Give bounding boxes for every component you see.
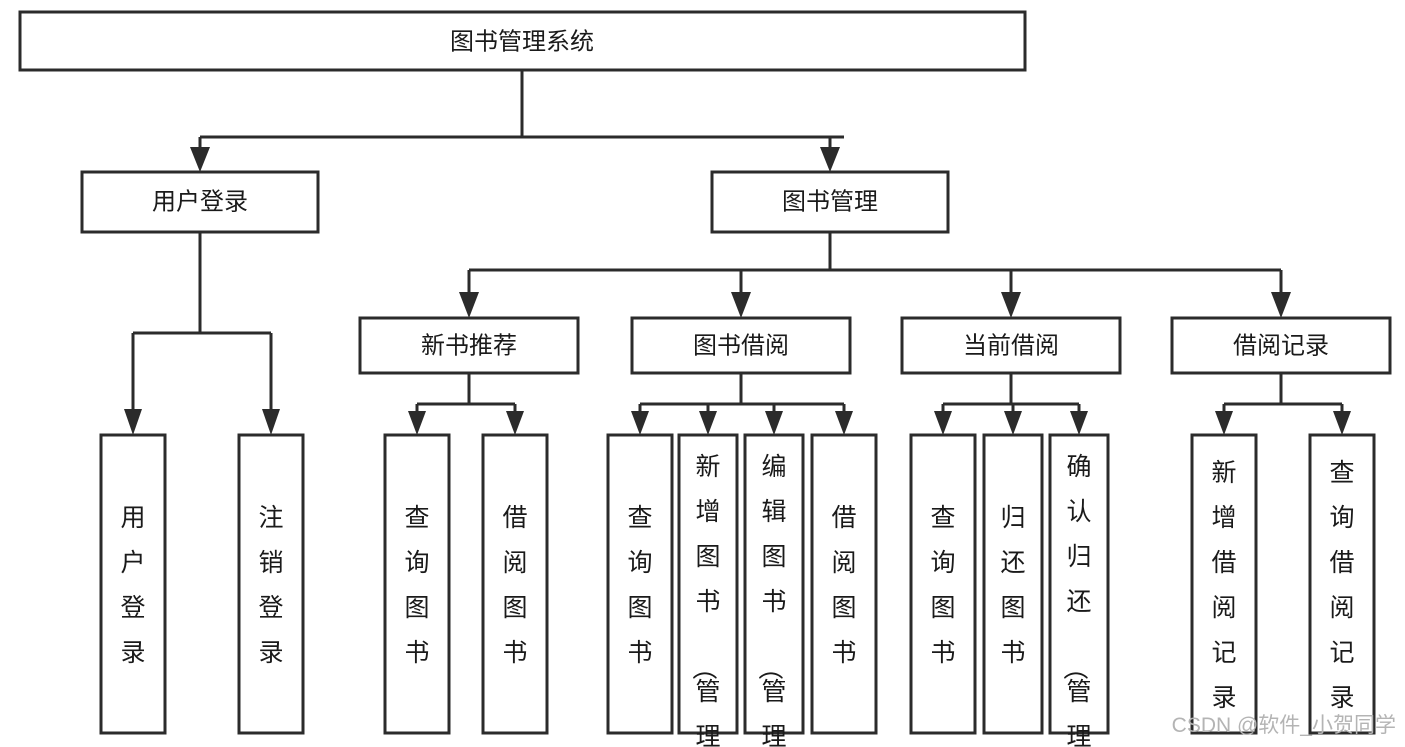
leaf-user-login-box[interactable] [99, 433, 167, 735]
connector-userlogin-to-leaves [124, 232, 280, 435]
leaf-add-book-box[interactable] [677, 433, 739, 735]
arrowhead-borrow-record [1271, 292, 1291, 318]
leaf-logout-label: 注销登录 [258, 504, 283, 667]
leaf-return-book-box[interactable] [982, 433, 1044, 735]
leaf-borrow-book-1-label: 借阅图书 [502, 504, 527, 667]
node-leaf-query-book-2[interactable]: 查询图书 [606, 433, 674, 735]
leaf-confirm-return-box[interactable] [1048, 433, 1110, 735]
leaf-query-book-1-box[interactable] [383, 433, 451, 735]
new-book-recommend-label: 新书推荐 [421, 332, 517, 359]
arrowhead-user-login [190, 147, 210, 172]
leaf-return-book-label: 归还图书 [1000, 504, 1025, 667]
arrowhead-leaf-query-book-2 [631, 411, 649, 435]
node-leaf-edit-book[interactable]: 编辑图书（管理员） [743, 433, 805, 747]
book-borrow-box[interactable] [630, 316, 852, 375]
new-book-recommend-box[interactable] [358, 316, 580, 375]
arrowhead-leaf-user-login [124, 409, 142, 435]
book-management-label: 图书管理 [782, 188, 878, 215]
borrow-record-box[interactable] [1170, 316, 1392, 375]
leaf-node-layer: 用户登录 注销登录 查询图书 借阅图书 查询图书 新增图书（管理员） 编辑图书（管理员） 借阅… [99, 433, 1376, 747]
arrowhead-leaf-borrow-book-1 [506, 411, 524, 435]
node-leaf-query-record[interactable]: 查询借阅记录 [1308, 433, 1376, 735]
leaf-borrow-book-2-label: 借阅图书 [831, 504, 856, 667]
leaf-edit-book-box[interactable] [743, 433, 805, 735]
leaf-query-book-2-box[interactable] [606, 433, 674, 735]
leaf-edit-book-label: 编辑图书（管理员） [755, 453, 786, 747]
arrowhead-leaf-confirm-return [1070, 411, 1088, 435]
connector-borrowrecord-to-leaves [1215, 373, 1351, 435]
borrow-record-label: 借阅记录 [1233, 332, 1329, 359]
connector-bookmgmt-to-level2 [459, 232, 1291, 318]
leaf-query-record-label: 查询借阅记录 [1329, 459, 1354, 712]
leaf-query-book-2-label: 查询图书 [627, 504, 652, 667]
arrowhead-leaf-add-record [1215, 411, 1233, 435]
connector-newbook-to-leaves [408, 373, 524, 435]
node-book-management[interactable]: 图书管理 [710, 170, 950, 234]
user-login-label: 用户登录 [152, 188, 248, 215]
leaf-query-book-3-box[interactable] [909, 433, 977, 735]
arrowhead-leaf-return-book [1004, 411, 1022, 435]
node-leaf-borrow-book-2[interactable]: 借阅图书 [810, 433, 878, 735]
root-box[interactable] [18, 10, 1027, 72]
leaf-borrow-book-1-box[interactable] [481, 433, 549, 735]
node-leaf-confirm-return[interactable]: 确认归还（管理员） [1048, 433, 1110, 747]
leaf-query-record-box[interactable] [1308, 433, 1376, 735]
node-leaf-logout[interactable]: 注销登录 [237, 433, 305, 735]
node-root[interactable]: 图书管理系统 [18, 10, 1027, 72]
node-borrow-record[interactable]: 借阅记录 [1170, 316, 1392, 375]
arrowhead-book-management [820, 147, 840, 172]
node-leaf-add-book[interactable]: 新增图书（管理员） [677, 433, 739, 747]
node-leaf-query-book-3[interactable]: 查询图书 [909, 433, 977, 735]
leaf-add-book-label: 新增图书（管理员） [689, 453, 720, 747]
arrowhead-leaf-query-book-3 [934, 411, 952, 435]
node-leaf-return-book[interactable]: 归还图书 [982, 433, 1044, 735]
leaf-add-record-label: 新增借阅记录 [1211, 459, 1236, 712]
book-management-box[interactable] [710, 170, 950, 234]
current-borrow-label: 当前借阅 [963, 332, 1059, 359]
leaf-borrow-book-2-box[interactable] [810, 433, 878, 735]
node-current-borrow[interactable]: 当前借阅 [900, 316, 1122, 375]
book-borrow-label: 图书借阅 [693, 332, 789, 359]
node-new-book-recommend[interactable]: 新书推荐 [358, 316, 580, 375]
node-user-login[interactable]: 用户登录 [80, 170, 320, 234]
arrowhead-leaf-borrow-book-2 [835, 411, 853, 435]
leaf-query-book-3-label: 查询图书 [930, 504, 955, 667]
arrowhead-leaf-edit-book [765, 411, 783, 435]
node-leaf-add-record[interactable]: 新增借阅记录 [1190, 433, 1258, 735]
arrowhead-leaf-add-book [699, 411, 717, 435]
leaf-logout-box[interactable] [237, 433, 305, 735]
arrowhead-leaf-query-record [1333, 411, 1351, 435]
arrowhead-book-borrow [731, 292, 751, 318]
node-leaf-borrow-book-1[interactable]: 借阅图书 [481, 433, 549, 735]
current-borrow-box[interactable] [900, 316, 1122, 375]
arrowhead-current-borrow [1001, 292, 1021, 318]
arrowhead-leaf-query-book-1 [408, 411, 426, 435]
connector-bookborrow-to-leaves [631, 373, 853, 435]
arrowhead-leaf-logout [262, 409, 280, 435]
leaf-confirm-return-label: 确认归还（管理员） [1060, 453, 1091, 747]
leaf-add-record-box[interactable] [1190, 433, 1258, 735]
connector-root-to-level1 [190, 70, 844, 172]
connector-currentborrow-to-leaves [934, 373, 1088, 435]
leaf-query-book-1-label: 查询图书 [404, 504, 429, 667]
node-book-borrow[interactable]: 图书借阅 [630, 316, 852, 375]
csdn-watermark: CSDN @软件_小贺同学 [1172, 714, 1396, 737]
arrowhead-new-book-recommend [459, 292, 479, 318]
node-leaf-user-login[interactable]: 用户登录 [99, 433, 167, 735]
root-label: 图书管理系统 [450, 28, 594, 55]
user-login-box[interactable] [80, 170, 320, 234]
leaf-user-login-label: 用户登录 [120, 504, 145, 667]
node-leaf-query-book-1[interactable]: 查询图书 [383, 433, 451, 735]
